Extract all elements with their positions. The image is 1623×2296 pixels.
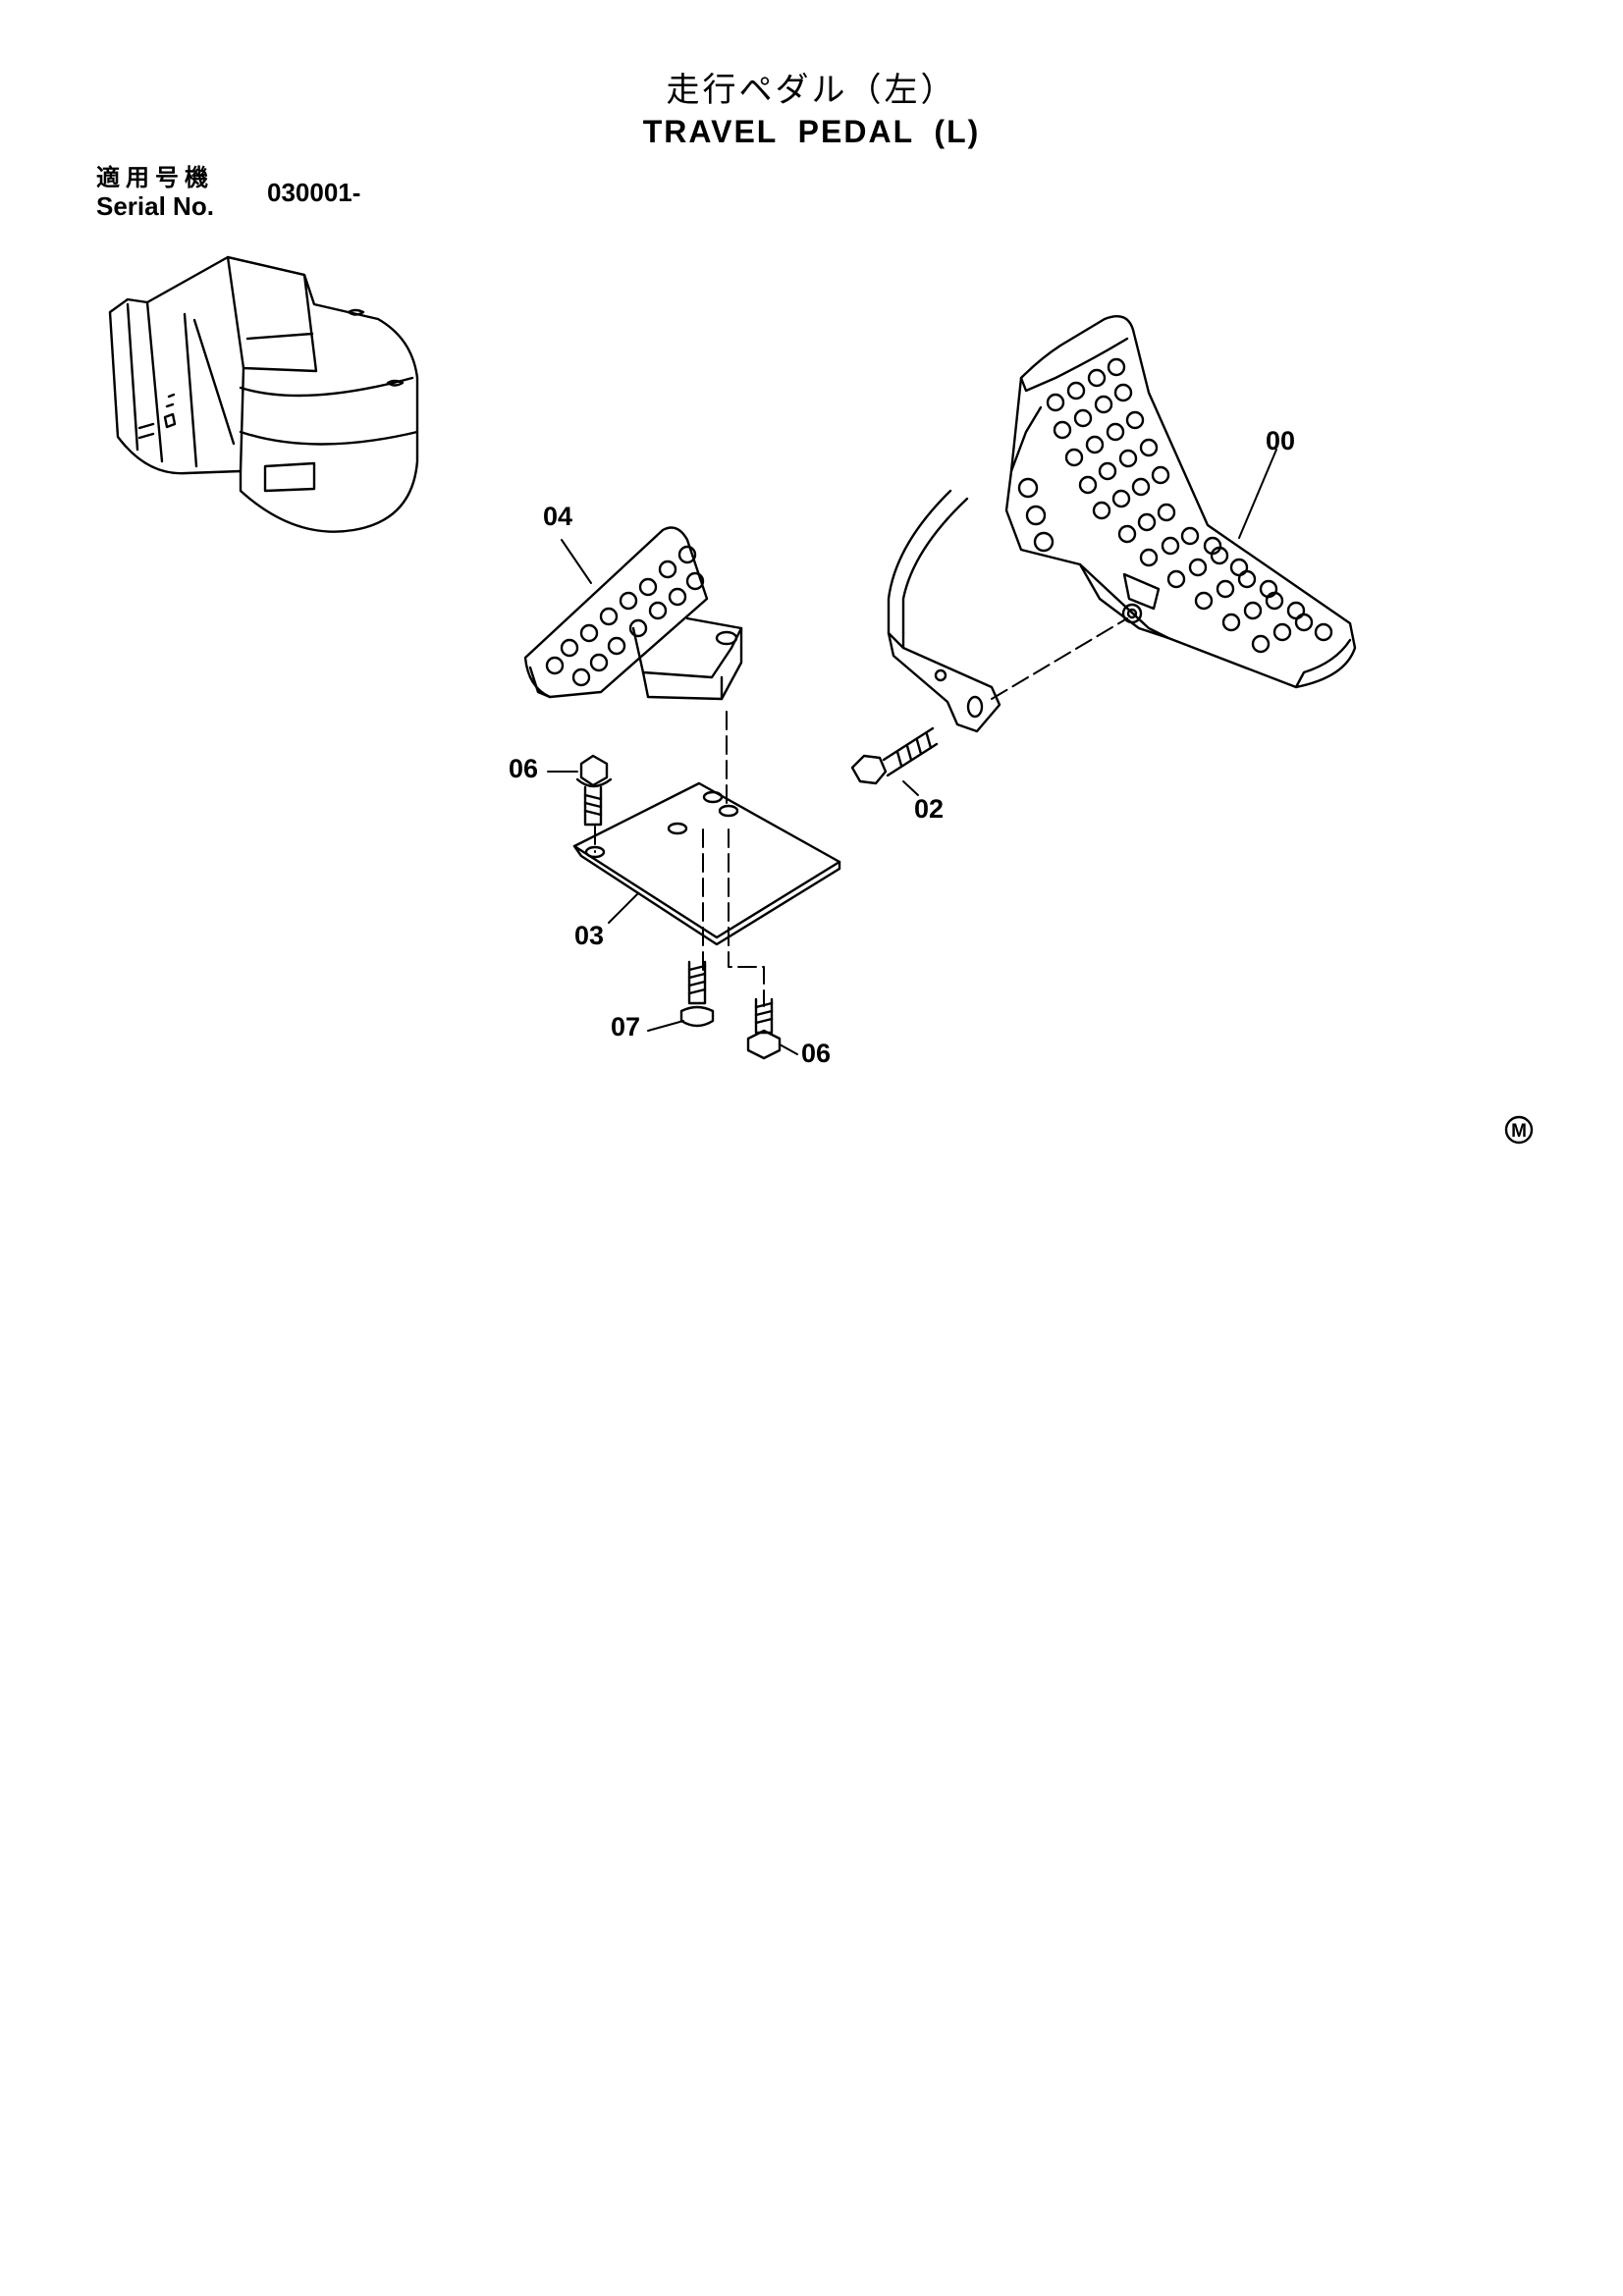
callout-part-02: 02: [914, 794, 944, 824]
excavator-locator-illustration: [108, 255, 419, 533]
serial-label-japanese: 適用号機: [96, 164, 214, 191]
part-02-bolt: [850, 726, 939, 785]
leader-lines: [547, 449, 1277, 1055]
callout-part-04: 04: [543, 502, 572, 531]
part-04-small-pedal: [523, 526, 743, 701]
part-00-large-pedal: [887, 314, 1357, 733]
title-block: 走行ペダル（左） TRAVEL PEDAL (L): [0, 69, 1623, 151]
title-english: TRAVEL PEDAL (L): [642, 114, 981, 149]
part-03-plate: [572, 781, 841, 946]
serial-label-english: Serial No.: [96, 191, 214, 221]
part-06-lower-bolt: [746, 997, 782, 1060]
part-06-upper-bolt: [575, 754, 613, 827]
title-japanese: 走行ペダル（左）: [666, 71, 957, 110]
callout-part-06-upper: 06: [509, 754, 538, 783]
callout-part-00: 00: [1266, 426, 1295, 455]
callout-part-07: 07: [611, 1012, 640, 1041]
part-07-bolt: [679, 960, 715, 1028]
serial-number-value: 030001-: [267, 178, 361, 207]
center-lines: [594, 617, 1128, 1007]
serial-label-block: 適用号機 Serial No.: [96, 164, 214, 221]
circled-m-letter: M: [1511, 1121, 1527, 1142]
callout-part-06-lower: 06: [801, 1039, 831, 1068]
circled-m-mark: M: [1504, 1115, 1534, 1145]
callout-part-03: 03: [574, 921, 604, 950]
